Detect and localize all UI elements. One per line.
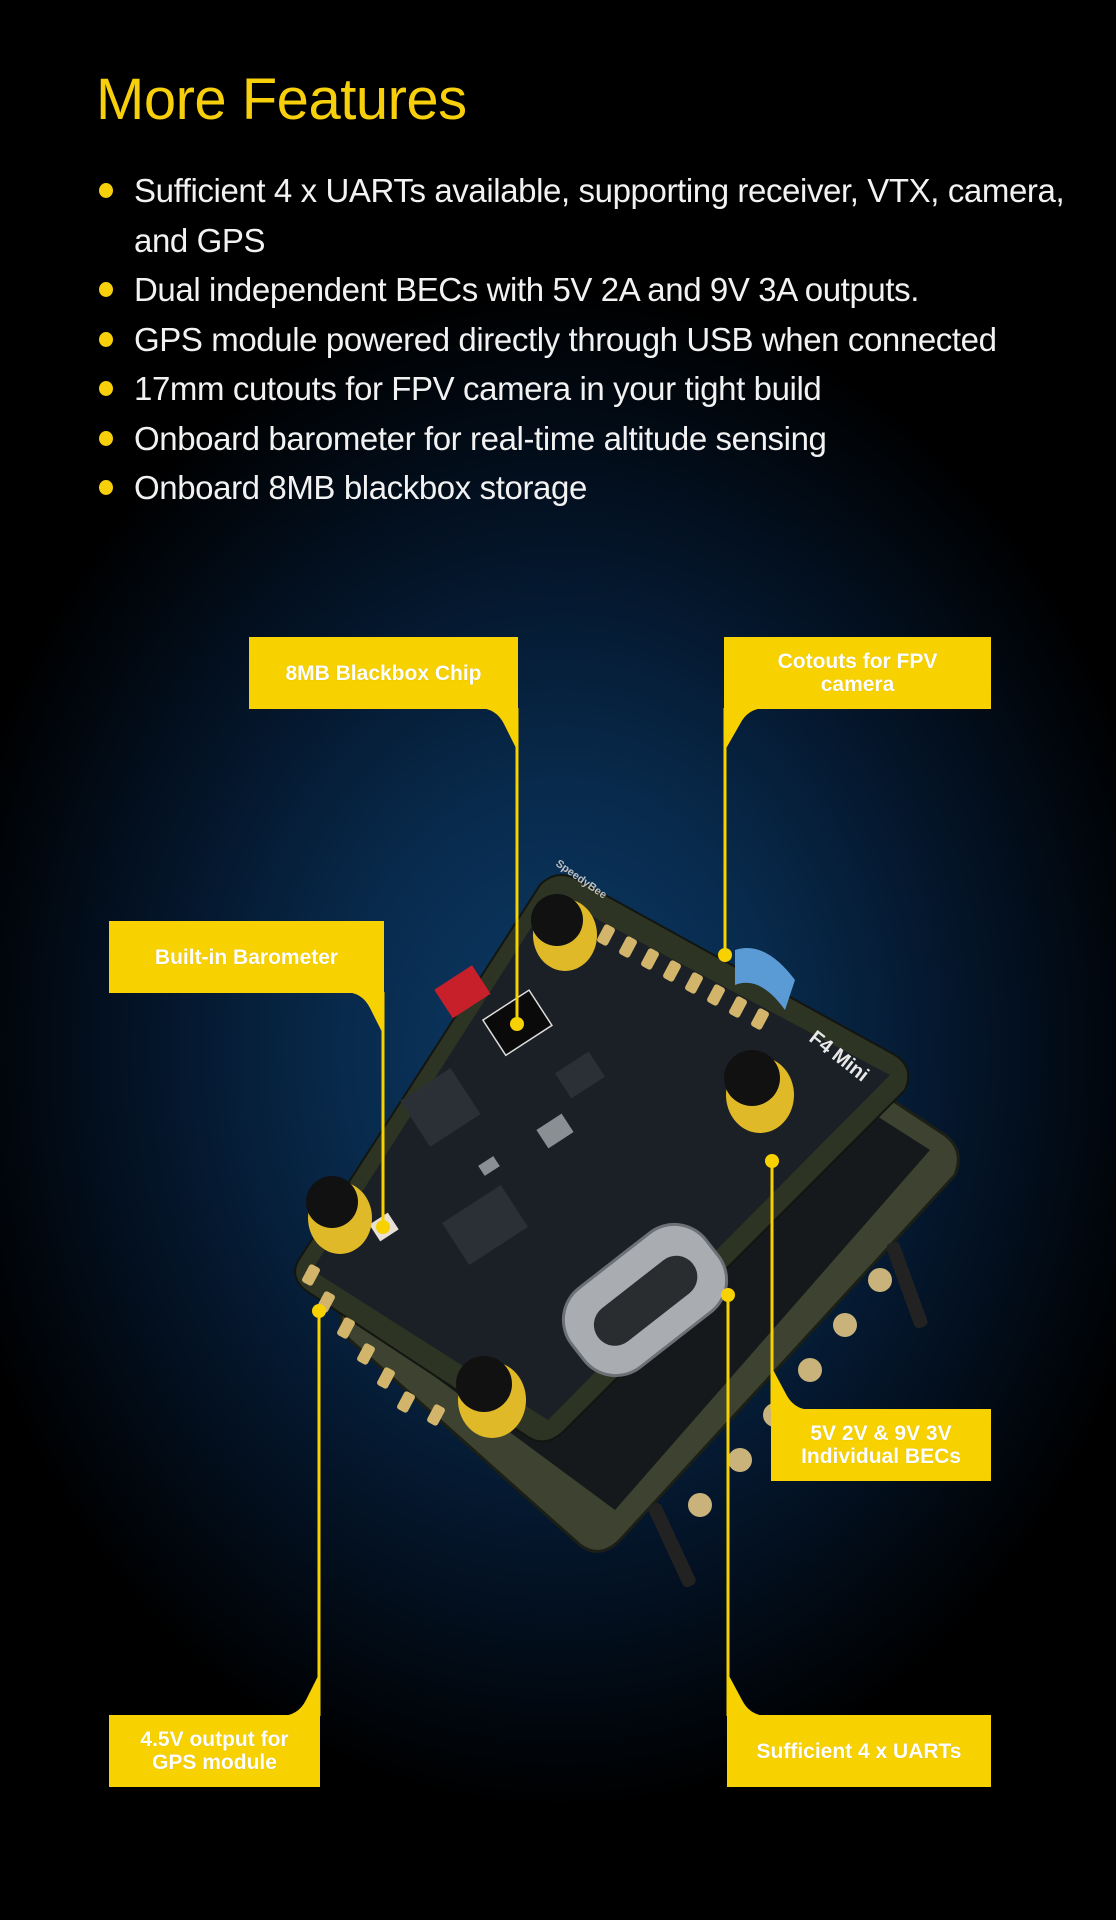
feature-item: 17mm cutouts for FPV camera in your tigh… xyxy=(96,364,1096,414)
feature-text: Sufficient 4 x UARTs available, supporti… xyxy=(134,172,1065,259)
screw-icon xyxy=(306,894,794,1438)
feature-text: Dual independent BECs with 5V 2A and 9V … xyxy=(134,271,919,308)
flight-controller-board: F4 Mini SpeedyBee xyxy=(294,858,960,1588)
callout-barometer: Built-in Barometer xyxy=(109,921,384,993)
feature-item: Onboard barometer for real-time altitude… xyxy=(96,414,1096,464)
feature-item: Sufficient 4 x UARTs available, supporti… xyxy=(96,166,1096,265)
feature-text: Onboard 8MB blackbox storage xyxy=(134,469,587,506)
feature-text: 17mm cutouts for FPV camera in your tigh… xyxy=(134,370,822,407)
feature-text: GPS module powered directly through USB … xyxy=(134,320,997,358)
bullet-icon xyxy=(99,183,113,198)
bullet-icon xyxy=(99,430,113,446)
feature-item: GPS module powered directly through USB … xyxy=(96,315,1096,365)
callout-camera-cutouts: Cotouts for FPV camera xyxy=(724,637,991,709)
feature-item: Onboard 8MB blackbox storage xyxy=(96,463,1096,513)
feature-item: Dual independent BECs with 5V 2A and 9V … xyxy=(96,265,1096,315)
bullet-icon xyxy=(99,480,113,495)
bullet-icon xyxy=(99,381,113,396)
callout-uarts: Sufficient 4 x UARTs xyxy=(727,1715,991,1787)
callout-blackbox-chip: 8MB Blackbox Chip xyxy=(249,637,518,709)
bullet-icon xyxy=(99,282,113,297)
feature-text: Onboard barometer for real-time altitude… xyxy=(134,419,827,457)
feature-list: Sufficient 4 x UARTs available, supporti… xyxy=(96,166,1096,513)
callout-gps-output: 4.5V output for GPS module xyxy=(109,1715,320,1787)
callout-becs: 5V 2V & 9V 3V Individual BECs xyxy=(771,1409,991,1481)
leader-lines xyxy=(280,708,812,1716)
bullet-icon xyxy=(99,331,113,347)
page-title: More Features xyxy=(96,67,467,132)
